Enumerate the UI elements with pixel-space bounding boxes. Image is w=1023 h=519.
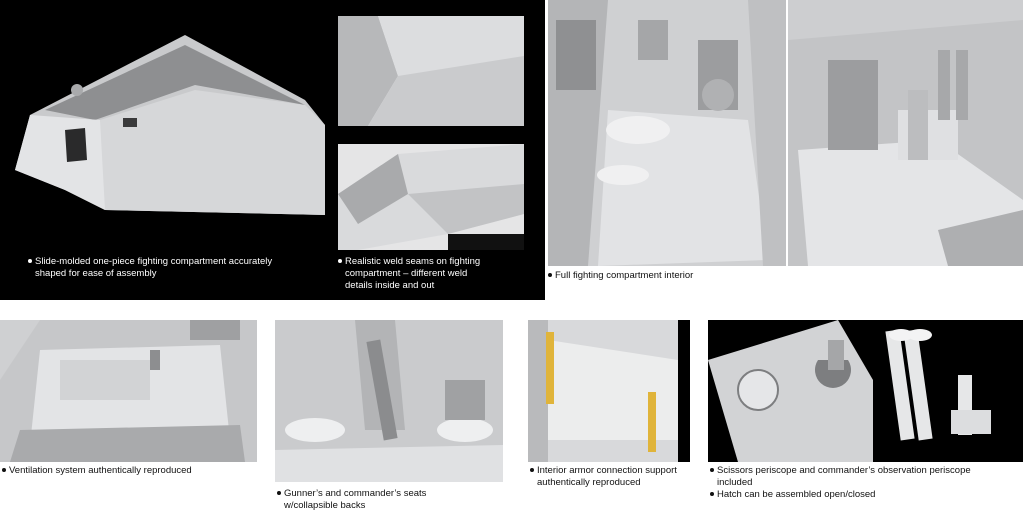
ventilation-render [0, 320, 257, 462]
caption-periscope: Scissors periscope and commander’s obser… [710, 465, 971, 501]
bullet-icon [2, 468, 6, 473]
caption-seats: Gunner’s and commander’s seats w/collaps… [277, 488, 426, 512]
weld-seam-inset-bottom [338, 144, 524, 250]
hatch-render [708, 320, 873, 462]
armor-support-render [528, 320, 690, 462]
weld-seam-inset-top [338, 16, 524, 126]
full-interior-render-right [788, 0, 1023, 266]
periscope-render [873, 320, 1023, 462]
bullet-icon [710, 468, 714, 473]
caption-armor-support: Interior armor connection support authen… [530, 465, 677, 489]
bullet-icon [530, 468, 534, 473]
bullet-icon [710, 492, 714, 497]
bullet-icon [548, 273, 552, 278]
caption-ventilation: Ventilation system authentically reprodu… [2, 465, 192, 477]
caption-fighting-compartment: Slide-molded one-piece fighting compartm… [28, 256, 272, 280]
bullet-icon [28, 259, 32, 264]
fighting-compartment-panel: Slide-molded one-piece fighting compartm… [0, 0, 545, 300]
armor-support-panel [528, 320, 690, 462]
bullet-icon [338, 259, 342, 264]
caption-full-interior: Full fighting compartment interior [548, 270, 693, 282]
caption-weld-seams: Realistic weld seams on fighting compart… [338, 256, 480, 292]
seats-render [275, 320, 503, 482]
bullet-icon [277, 491, 281, 496]
full-interior-render-left [548, 0, 786, 266]
periscope-panel [708, 320, 1023, 462]
fighting-compartment-render [15, 35, 325, 215]
